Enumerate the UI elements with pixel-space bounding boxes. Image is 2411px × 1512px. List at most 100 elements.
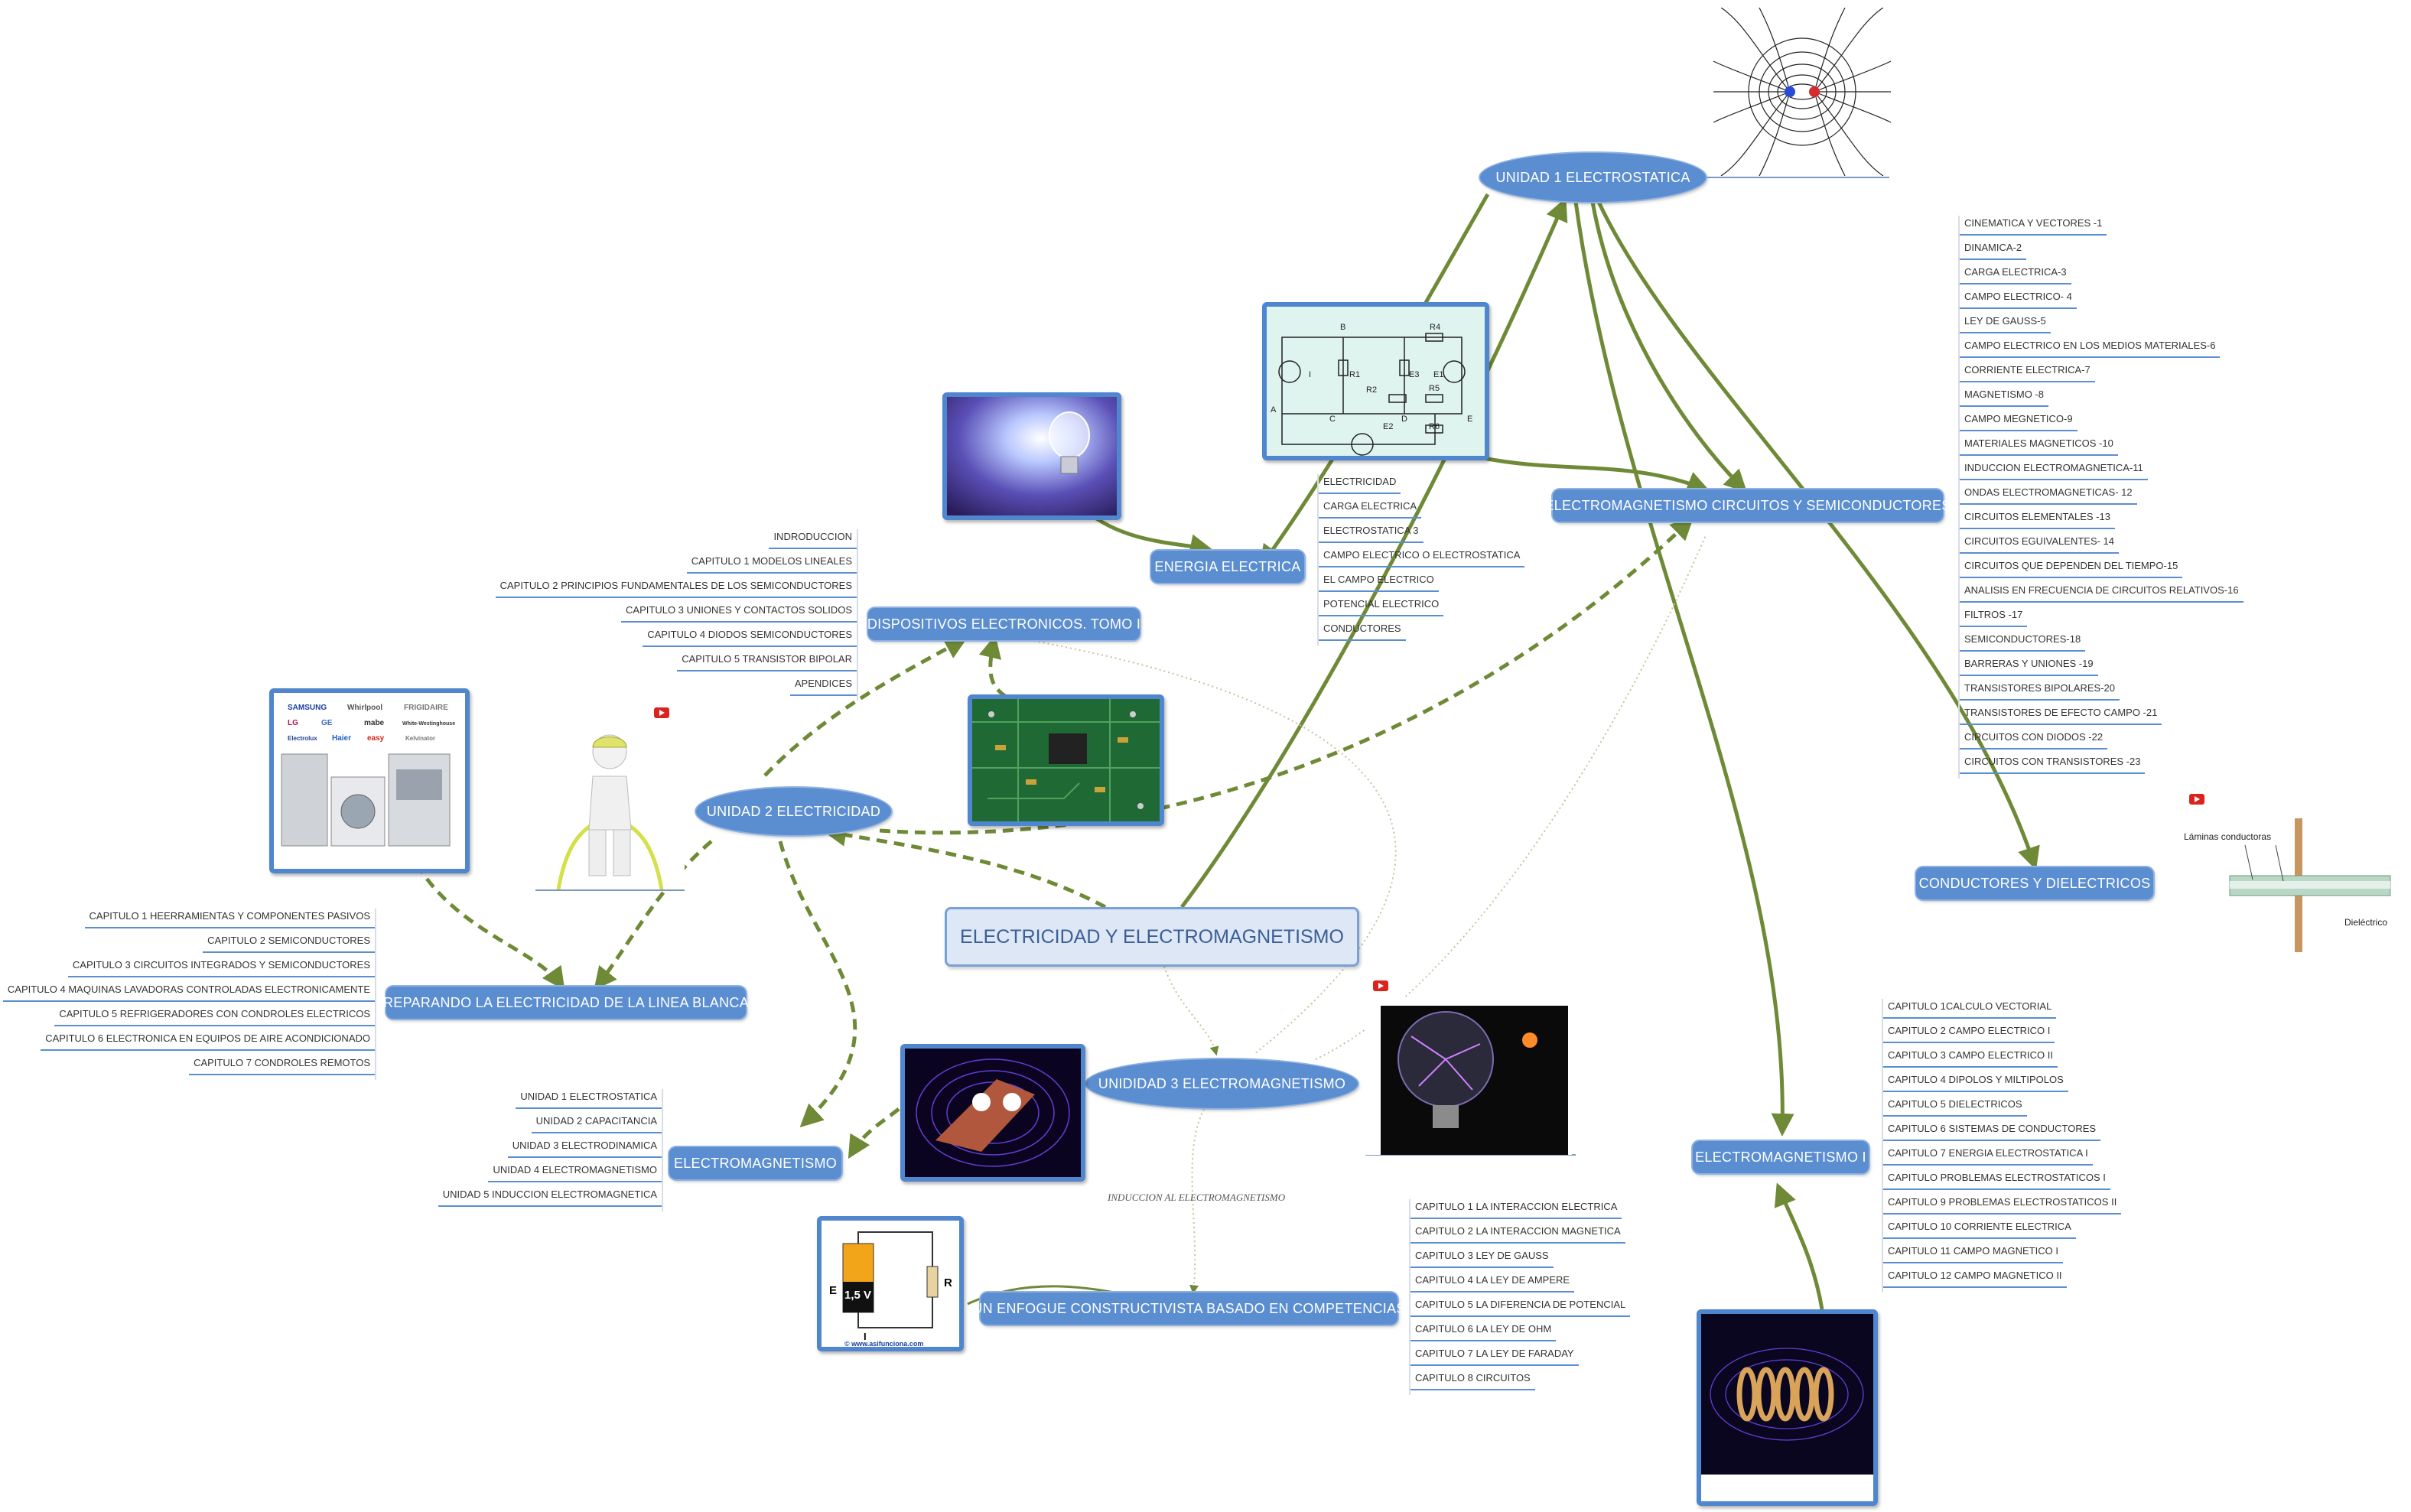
list-item[interactable]: CAPITULO 5 REFRIGERADORES CON CONDROLES … [54,1006,375,1026]
leaf-list-electromagnetismo: UNIDAD 1 ELECTROSTATICA UNIDAD 2 CAPACIT… [432,1089,663,1211]
list-item[interactable]: CAPITULO 7 ENERGIA ELECTROSTATICA I [1883,1146,2093,1166]
topic-electromagnetismo-circuitos-semiconductores[interactable]: ELECTROMAGNETISMO CIRCUITOS Y SEMICONDUC… [1544,489,1951,522]
list-item[interactable]: CAPITULO 1CALCULO VECTORIAL [1883,999,2057,1019]
list-item[interactable]: CORRIENTE ELECTRICA-7 [1960,363,2095,382]
list-item[interactable]: DINAMICA-2 [1960,240,2027,260]
list-item[interactable]: ELECTRICIDAD [1319,474,1401,494]
list-item[interactable]: UNIDAD 5 INDUCCION ELECTROMAGNETICA [438,1187,662,1207]
list-item[interactable]: MATERIALES MAGNETICOS -10 [1960,436,2118,456]
list-item[interactable]: CAPITULO 5 DIELECTRICOS [1883,1097,2027,1117]
list-item[interactable]: CAPITULO 10 CORRIENTE ELECTRICA [1883,1219,2076,1239]
list-item[interactable]: UNIDAD 4 ELECTROMAGNETISMO [488,1162,662,1182]
list-item[interactable]: CINEMATICA Y VECTORES -1 [1960,216,2107,236]
capacitor-image[interactable]: Láminas conductoras Dieléctrico [2169,811,2406,960]
topic-electromagnetismo-i[interactable]: ELECTROMAGNETISMO I [1693,1141,1869,1173]
list-item[interactable]: UNIDAD 1 ELECTROSTATICA [516,1089,662,1109]
list-item[interactable]: CAPITULO 2 SEMICONDUCTORES [203,933,375,953]
list-item[interactable]: SEMICONDUCTORES-18 [1960,632,2086,652]
video-icon[interactable] [1373,980,1388,991]
list-item[interactable]: LEY DE GAUSS-5 [1960,314,2051,333]
list-item[interactable]: CIRCUITOS ELEMENTALES -13 [1960,509,2115,529]
light-bulb-image[interactable] [942,392,1121,520]
list-item[interactable]: CAPITULO 2 LA INTERACCION MAGNETICA [1410,1224,1625,1244]
topic-unidad1-electrostatica[interactable]: UNIDAD 1 ELECTROSTATICA [1480,153,1706,202]
list-item[interactable]: ANALISIS EN FRECUENCIA DE CIRCUITOS RELA… [1960,583,2243,603]
list-item[interactable]: ONDAS ELECTROMAGNETICAS- 12 [1960,485,2137,505]
list-item[interactable]: CAPITULO 4 DIPOLOS Y MILTIPOLOS [1883,1072,2068,1092]
list-item[interactable]: CIRCUITOS CON DIODOS -22 [1960,730,2108,749]
topic-unidad3-electromagnetismo[interactable]: UNIDIDAD 3 ELECTROMAGNETISMO [1086,1059,1358,1108]
list-item[interactable]: CAPITULO 11 CAMPO MAGNETICO I [1883,1244,2063,1263]
list-item[interactable]: INDRODUCCION [769,529,857,549]
battery-circuit-image[interactable]: 1,5 V E R I © www.asifunciona.com [817,1216,964,1351]
list-item[interactable]: CAPITULO 3 CIRCUITOS INTEGRADOS Y SEMICO… [67,958,375,977]
circuit-diagram-image[interactable]: B R4 I R1 E3 E1 R2 R5 A C D E E2 R6 [1262,302,1489,460]
dipole-field-image[interactable] [1713,8,1891,176]
list-item[interactable]: BARRERAS Y UNIONES -19 [1960,656,2098,676]
list-item[interactable]: MAGNETISMO -8 [1960,387,2049,407]
magnet-image[interactable] [900,1044,1085,1182]
list-item[interactable]: CAMPO ELECTRICO O ELECTROSTATICA [1319,548,1525,567]
appliances-brands-image[interactable]: SAMSUNG Whirlpool FRIGIDAIRE LG GE mabe … [269,688,470,873]
list-item[interactable]: CAPITULO 5 TRANSISTOR BIPOLAR [677,652,857,671]
topic-enfoque-constructivista[interactable]: UN ENFOGUE CONSTRUCTIVISTA BASADO EN COM… [972,1293,1405,1325]
link-appliances-reparando [415,863,565,990]
list-item[interactable]: CAPITULO 7 LA LEY DE FARADAY [1410,1346,1579,1366]
list-item[interactable]: EL CAMPO ELECTRICO [1319,572,1439,592]
list-item[interactable]: CAPITULO 1 MODELOS LINEALES [686,554,857,574]
video-icon[interactable] [2189,794,2204,805]
list-item[interactable]: CAPITULO 5 LA DIFERENCIA DE POTENCIAL [1410,1297,1631,1317]
list-item[interactable]: TRANSISTORES BIPOLARES-20 [1960,681,2120,701]
list-item[interactable]: CAPITULO 3 UNIONES Y CONTACTOS SOLIDOS [621,603,857,623]
brand-easy: easy [367,734,385,743]
worker-figure-image[interactable] [535,723,685,889]
list-item[interactable]: CAPITULO 6 ELECTRONICA EN EQUIPOS DE AIR… [41,1031,375,1051]
list-item[interactable]: CAPITULO 3 CAMPO ELECTRICO II [1883,1048,2058,1068]
list-item[interactable]: TRANSISTORES DE EFECTO CAMPO -21 [1960,705,2162,725]
list-item[interactable]: CAPITULO 2 CAMPO ELECTRICO I [1883,1023,2055,1043]
list-item[interactable]: INDUCCION ELECTROMAGNETICA-11 [1960,460,2148,480]
topic-conductores-dielectricos[interactable]: CONDUCTORES Y DIELECTRICOS [1916,867,2153,899]
central-topic[interactable]: ELECTRICIDAD Y ELECTROMAGNETISMO [945,907,1359,967]
video-icon[interactable] [654,707,669,718]
list-item[interactable]: CAPITULO 1 LA INTERACCION ELECTRICA [1410,1199,1622,1219]
list-item[interactable]: FILTROS -17 [1960,607,2028,627]
list-item[interactable]: CAPITULO 9 PROBLEMAS ELECTROSTATICOS II [1883,1195,2122,1214]
list-item[interactable]: CAMPO ELECTRICO- 4 [1960,289,2077,309]
list-item[interactable]: CAPITULO 12 CAMPO MAGNETICO II [1883,1268,2067,1288]
list-item[interactable]: UNIDAD 2 CAPACITANCIA [531,1114,662,1133]
list-item[interactable]: CAMPO MEGNETICO-9 [1960,411,2077,431]
list-item[interactable]: CAPITULO 6 LA LEY DE OHM [1410,1322,1557,1341]
coil-image[interactable] [1697,1309,1878,1506]
list-item[interactable]: CAPITULO 4 LA LEY DE AMPERE [1410,1273,1575,1293]
list-item[interactable]: CAPITULO 8 CIRCUITOS [1410,1371,1535,1390]
topic-unidad2-electricidad[interactable]: UNIDAD 2 ELECTRICIDAD [696,788,891,835]
list-item[interactable]: CAPITULO 7 CONDROLES REMOTOS [189,1055,375,1075]
topic-energia-electrica[interactable]: ENERGIA ELECTRICA [1151,551,1304,583]
list-item[interactable]: CAPITULO 6 SISTEMAS DE CONDUCTORES [1883,1121,2101,1141]
list-item[interactable]: CIRCUITOS QUE DEPENDEN DEL TIEMPO-15 [1960,558,2183,578]
list-item[interactable]: CIRCUITOS CON TRANSISTORES -23 [1960,754,2146,774]
list-item[interactable]: CAPITULO 4 MAQUINAS LAVADORAS CONTROLADA… [2,982,375,1002]
list-item[interactable]: CAPITULO 1 HEERRAMIENTAS Y COMPONENTES P… [84,909,375,928]
list-item[interactable]: CAPITULO 2 PRINCIPIOS FUNDAMENTALES DE L… [495,578,857,598]
topic-electromagnetismo[interactable]: ELECTROMAGNETISMO [669,1147,841,1179]
battery-e-label: E [829,1284,837,1297]
list-item[interactable]: CAMPO ELECTRICO EN LOS MEDIOS MATERIALES… [1960,338,2221,358]
circuit-board-image[interactable] [968,694,1164,826]
resistor-r-label: R [944,1276,952,1289]
list-item[interactable]: UNIDAD 3 ELECTRODINAMICA [507,1138,662,1158]
list-item[interactable]: POTENCIAL ELECTRICO [1319,597,1444,616]
list-item[interactable]: CIRCUITOS EGUIVALENTES- 14 [1960,534,2120,554]
topic-reparando-linea-blanca[interactable]: REPARANDO LA ELECTRICIDAD DE LA LINEA BL… [383,987,749,1019]
topic-dispositivos-electronicos[interactable]: DISPOSITIVOS ELECTRONICOS. TOMO I [867,608,1140,640]
list-item[interactable]: ELECTROSTATICA 3 [1319,523,1423,543]
list-item[interactable]: CARGA ELECTRICA [1319,499,1422,519]
list-item[interactable]: CONDUCTORES [1319,621,1406,641]
list-item[interactable]: CAPITULO PROBLEMAS ELECTROSTATICOS I [1883,1170,2110,1190]
list-item[interactable]: APENDICES [789,676,857,696]
plasma-bulb-image[interactable] [1365,998,1572,1155]
list-item[interactable]: CAPITULO 4 DIODOS SEMICONDUCTORES [643,627,857,647]
list-item[interactable]: CARGA ELECTRICA-3 [1960,265,2071,285]
list-item[interactable]: CAPITULO 3 LEY DE GAUSS [1410,1248,1554,1268]
